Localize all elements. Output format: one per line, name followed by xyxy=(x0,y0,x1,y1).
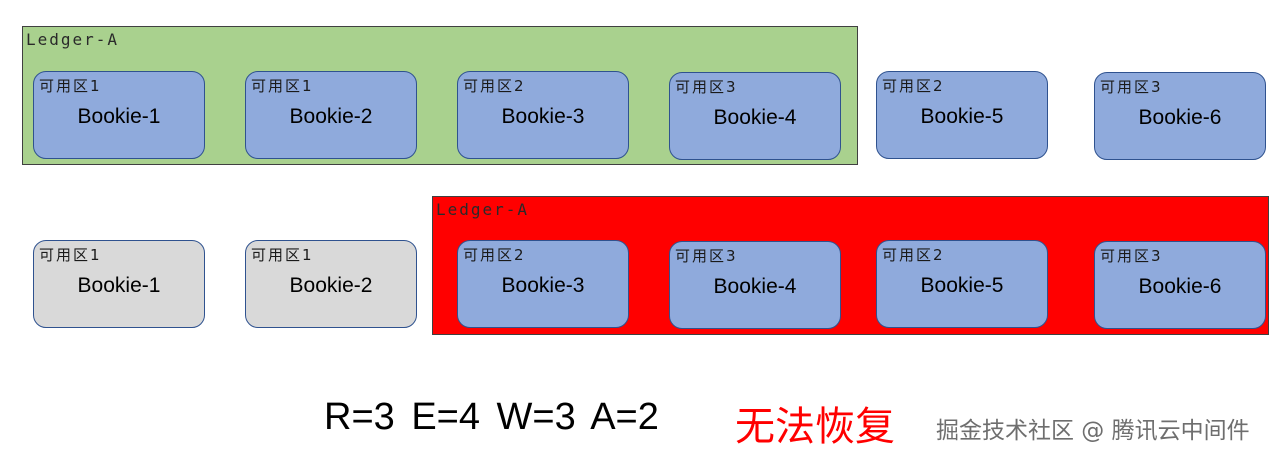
zone-label: 可用区2 xyxy=(463,246,526,264)
bookie-node: 可用区1 Bookie-2 xyxy=(245,71,417,159)
bookie-node: 可用区3 Bookie-4 xyxy=(669,241,841,329)
bookie-node: 可用区2 Bookie-5 xyxy=(876,71,1048,159)
zone-label: 可用区1 xyxy=(251,246,314,264)
watermark-text: 掘金技术社区 @ 腾讯云中间件 xyxy=(936,418,1250,444)
bookie-name: Bookie-6 xyxy=(1138,275,1222,298)
bookie-node: 可用区2 Bookie-3 xyxy=(457,240,629,328)
zone-label: 可用区3 xyxy=(1100,247,1163,265)
bookie-node: 可用区3 Bookie-6 xyxy=(1094,72,1266,160)
bookie-node: 可用区3 Bookie-6 xyxy=(1094,241,1266,329)
bookie-name: Bookie-4 xyxy=(713,106,797,129)
bookie-name: Bookie-1 xyxy=(77,105,161,128)
bookie-node: 可用区2 Bookie-5 xyxy=(876,240,1048,328)
zone-label: 可用区2 xyxy=(463,77,526,95)
bookie-node: 可用区3 Bookie-4 xyxy=(669,72,841,160)
zone-label: 可用区3 xyxy=(675,78,738,96)
zone-label: 可用区1 xyxy=(251,77,314,95)
bookie-name: Bookie-5 xyxy=(920,274,1004,297)
zone-label: 可用区2 xyxy=(882,246,945,264)
bookie-node: 可用区1 Bookie-1 xyxy=(33,71,205,159)
quorum-params: R=3 E=4 W=3 A=2 xyxy=(324,396,659,438)
zone-label: 可用区1 xyxy=(39,246,102,264)
bookie-name: Bookie-2 xyxy=(289,105,373,128)
zone-label: 可用区1 xyxy=(39,77,102,95)
bookie-name: Bookie-3 xyxy=(501,274,585,297)
bookie-name: Bookie-5 xyxy=(920,105,1004,128)
bookie-node-unavailable: 可用区1 Bookie-1 xyxy=(33,240,205,328)
ledger-a-label-bottom: Ledger-A xyxy=(436,200,530,219)
bookie-node: 可用区2 Bookie-3 xyxy=(457,71,629,159)
bookie-name: Bookie-1 xyxy=(77,274,161,297)
ledger-a-label-top: Ledger-A xyxy=(26,30,120,49)
bookie-name: Bookie-3 xyxy=(501,105,585,128)
bookie-node-unavailable: 可用区1 Bookie-2 xyxy=(245,240,417,328)
bookie-name: Bookie-6 xyxy=(1138,106,1222,129)
bookie-name: Bookie-4 xyxy=(713,275,797,298)
zone-label: 可用区3 xyxy=(1100,78,1163,96)
bookie-name: Bookie-2 xyxy=(289,274,373,297)
zone-label: 可用区2 xyxy=(882,77,945,95)
status-text: 无法恢复 xyxy=(735,404,895,450)
zone-label: 可用区3 xyxy=(675,247,738,265)
